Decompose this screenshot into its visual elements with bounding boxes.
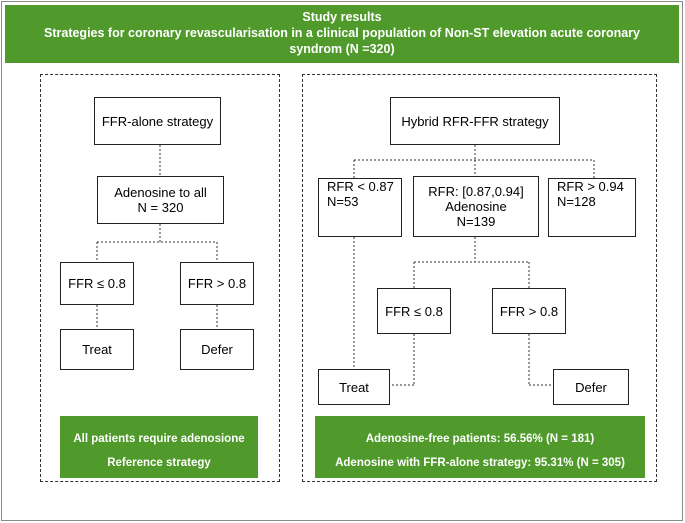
label-hybrid-strategy: Hybrid RFR-FFR strategy <box>401 113 549 129</box>
box-right-defer: Defer <box>553 369 629 405</box>
box-right-ffr-high: FFR > 0.8 <box>492 288 566 334</box>
left-summary-line1: All patients require adenosione <box>73 433 245 445</box>
label-right-ffr-low: FFR ≤ 0.8 <box>385 303 443 319</box>
header-subtitle-line1: Strategies for coronary revascularisatio… <box>44 26 640 40</box>
label-rfr-low: RFR < 0.87 <box>327 179 394 194</box>
header-subtitle-line2: syndrom (N =320) <box>289 42 395 56</box>
label-right-treat: Treat <box>339 379 369 395</box>
label-left-ffr-low: FFR ≤ 0.8 <box>68 276 126 291</box>
left-panel <box>40 74 280 482</box>
left-summary-box: All patients require adenosione Referenc… <box>60 416 258 478</box>
label-rfr-mid-n: N=139 <box>456 214 496 229</box>
label-right-defer: Defer <box>575 379 607 395</box>
label-adenosine-n: N = 320 <box>137 200 184 215</box>
label-ffr-alone-strategy: FFR-alone strategy <box>101 113 214 129</box>
box-left-defer: Defer <box>180 329 254 370</box>
label-left-treat: Treat <box>82 342 112 357</box>
label-rfr-high: RFR > 0.94 <box>557 179 624 194</box>
box-rfr-mid: RFR: [0.87,0.94] Adenosine N=139 <box>413 176 539 237</box>
box-rfr-high: RFR > 0.94 N=128 <box>548 178 636 237</box>
right-panel <box>302 74 657 482</box>
right-summary-box: Adenosine-free patients: 56.56% (N = 181… <box>315 416 645 478</box>
right-summary-line1: Adenosine-free patients: 56.56% (N = 181… <box>365 433 595 445</box>
header-title: Study results <box>302 10 382 24</box>
box-rfr-low: RFR < 0.87 N=53 <box>318 178 402 237</box>
right-summary-line2: Adenosine with FFR-alone strategy: 95.31… <box>335 457 625 469</box>
box-right-treat: Treat <box>318 369 390 405</box>
label-right-ffr-high: FFR > 0.8 <box>499 303 559 319</box>
label-rfr-mid-adenosine: Adenosine <box>445 199 507 214</box>
box-adenosine-to-all: Adenosine to all N = 320 <box>97 176 224 224</box>
box-hybrid-strategy: Hybrid RFR-FFR strategy <box>390 97 560 145</box>
label-adenosine-to-all: Adenosine to all <box>114 185 207 200</box>
label-rfr-mid: RFR: [0.87,0.94] <box>428 184 524 199</box>
label-left-ffr-high: FFR > 0.8 <box>187 276 247 291</box>
label-left-defer: Defer <box>201 342 233 357</box>
label-rfr-low-n: N=53 <box>327 194 359 209</box>
box-ffr-alone-strategy: FFR-alone strategy <box>94 97 221 145</box>
label-rfr-high-n: N=128 <box>557 194 596 209</box>
box-right-ffr-low: FFR ≤ 0.8 <box>377 288 451 334</box>
box-left-ffr-high: FFR > 0.8 <box>180 262 254 305</box>
left-summary-line2: Reference strategy <box>107 457 211 469</box>
box-left-ffr-low: FFR ≤ 0.8 <box>60 262 134 305</box>
header-banner: Study results Strategies for coronary re… <box>5 5 679 63</box>
box-left-treat: Treat <box>60 329 134 370</box>
